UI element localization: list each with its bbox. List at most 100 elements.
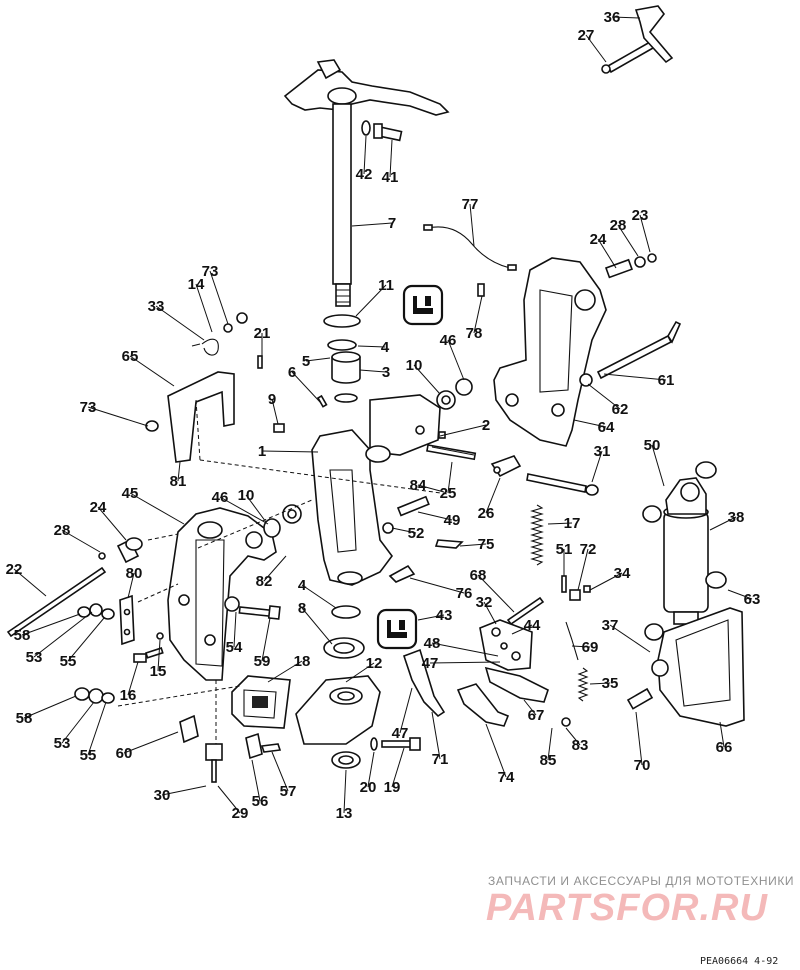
callout-number: 32 — [476, 594, 493, 611]
callout-leader — [61, 529, 101, 553]
small-levers-part — [388, 539, 464, 583]
tilt-tube-left-part — [6, 566, 107, 638]
callout-number: 38 — [728, 509, 745, 526]
callout-leader — [447, 461, 453, 494]
callout-number: 16 — [120, 687, 137, 704]
callout-leader — [389, 139, 393, 178]
callout-number: 23 — [632, 207, 649, 224]
callout-number: 9 — [268, 391, 276, 408]
callout-leader — [431, 711, 441, 760]
callout-number: 35 — [602, 675, 619, 692]
callout-number: 28 — [54, 522, 71, 539]
callout-number: 48 — [424, 635, 441, 652]
callout-leader — [573, 419, 607, 428]
callout-number: 50 — [644, 437, 661, 454]
callout-leader — [597, 238, 617, 269]
callout-number: 1 — [258, 443, 266, 460]
callout-leader — [217, 785, 241, 814]
callout-number: 21 — [254, 325, 271, 342]
callout-leader — [157, 639, 161, 672]
callout-leader — [13, 568, 47, 597]
callout-leader — [391, 747, 405, 788]
small-pins — [257, 355, 446, 627]
callout-number: 37 — [602, 617, 619, 634]
bolt-part — [361, 120, 403, 142]
callout-number: 24 — [590, 231, 607, 248]
callout-number: 83 — [572, 737, 589, 754]
callout-number: 2 — [482, 417, 490, 434]
callout-leader — [391, 527, 417, 534]
callout-leader — [23, 695, 77, 719]
callout-leader — [291, 371, 321, 403]
callout-leader — [155, 305, 205, 341]
stern-bracket-lower-part — [626, 607, 745, 727]
nut-stack-lower — [74, 687, 115, 704]
lock-bracket-part — [479, 619, 533, 671]
callout-number: 72 — [580, 541, 597, 558]
callout-leader — [355, 284, 387, 317]
callout-number: 53 — [54, 735, 71, 752]
callout-leader — [577, 548, 589, 591]
callout-leader — [413, 364, 441, 395]
drawing-code: PEA06664 4-92 — [700, 956, 779, 967]
callout-number: 77 — [462, 196, 479, 213]
callout-number: 36 — [604, 9, 621, 26]
callout-number: 64 — [598, 419, 615, 436]
leader-lines — [13, 16, 753, 814]
callout-number: 60 — [116, 745, 133, 762]
callout-leader — [271, 398, 279, 425]
callout-leader — [727, 589, 753, 600]
callout-number: 84 — [410, 477, 427, 494]
callout-leader — [523, 699, 537, 716]
steering-yoke-part — [295, 675, 381, 745]
callout-number: 61 — [658, 372, 675, 389]
callout-number: 46 — [212, 489, 229, 506]
callout-number: 67 — [528, 707, 545, 724]
callout-number: 7 — [388, 215, 396, 232]
callout-number: 66 — [716, 739, 733, 756]
callout-leader — [301, 584, 337, 609]
bolt-lower-part — [370, 737, 421, 751]
callout-leader — [417, 484, 445, 493]
callout-leader — [61, 701, 95, 744]
callout-leader — [129, 355, 175, 387]
callout-leader — [483, 601, 497, 625]
alignment-lines — [117, 399, 449, 744]
callout-number: 75 — [478, 536, 495, 553]
callout-leader — [617, 224, 639, 257]
callout-number: 81 — [170, 473, 187, 490]
callout-leader — [635, 711, 643, 766]
callout-number: 11 — [378, 277, 394, 294]
spring-part — [561, 621, 589, 727]
callout-leader — [261, 450, 319, 453]
callout-leader — [485, 723, 507, 778]
callout-leader — [417, 511, 453, 521]
callout-number: 45 — [122, 485, 139, 502]
callout-leader — [429, 661, 501, 664]
lubricate-icon — [402, 284, 444, 326]
callout-leader — [21, 613, 81, 636]
callout-number: 17 — [564, 515, 581, 532]
callout-leader — [267, 660, 303, 683]
spring-cluster-part — [191, 312, 248, 356]
callout-number: 58 — [16, 710, 33, 727]
callout-number: 69 — [582, 639, 599, 656]
bolt-16-part — [133, 632, 164, 663]
callout-number: 29 — [232, 805, 249, 822]
swivel-bracket-part — [311, 394, 441, 586]
callout-leader — [357, 345, 386, 348]
pins-right — [561, 575, 591, 601]
callout-number: 73 — [202, 263, 219, 280]
callout-leader — [33, 611, 93, 658]
callout-number: 3 — [382, 364, 390, 381]
callout-number: 53 — [26, 649, 43, 666]
callout-number: 55 — [60, 653, 77, 670]
callout-leader — [87, 701, 107, 756]
callout-number: 30 — [154, 787, 171, 804]
callout-leader — [639, 214, 651, 253]
callout-leader — [177, 461, 181, 482]
callout-leader — [271, 751, 289, 792]
callout-number: 85 — [540, 752, 557, 769]
bushing-right — [436, 378, 473, 410]
